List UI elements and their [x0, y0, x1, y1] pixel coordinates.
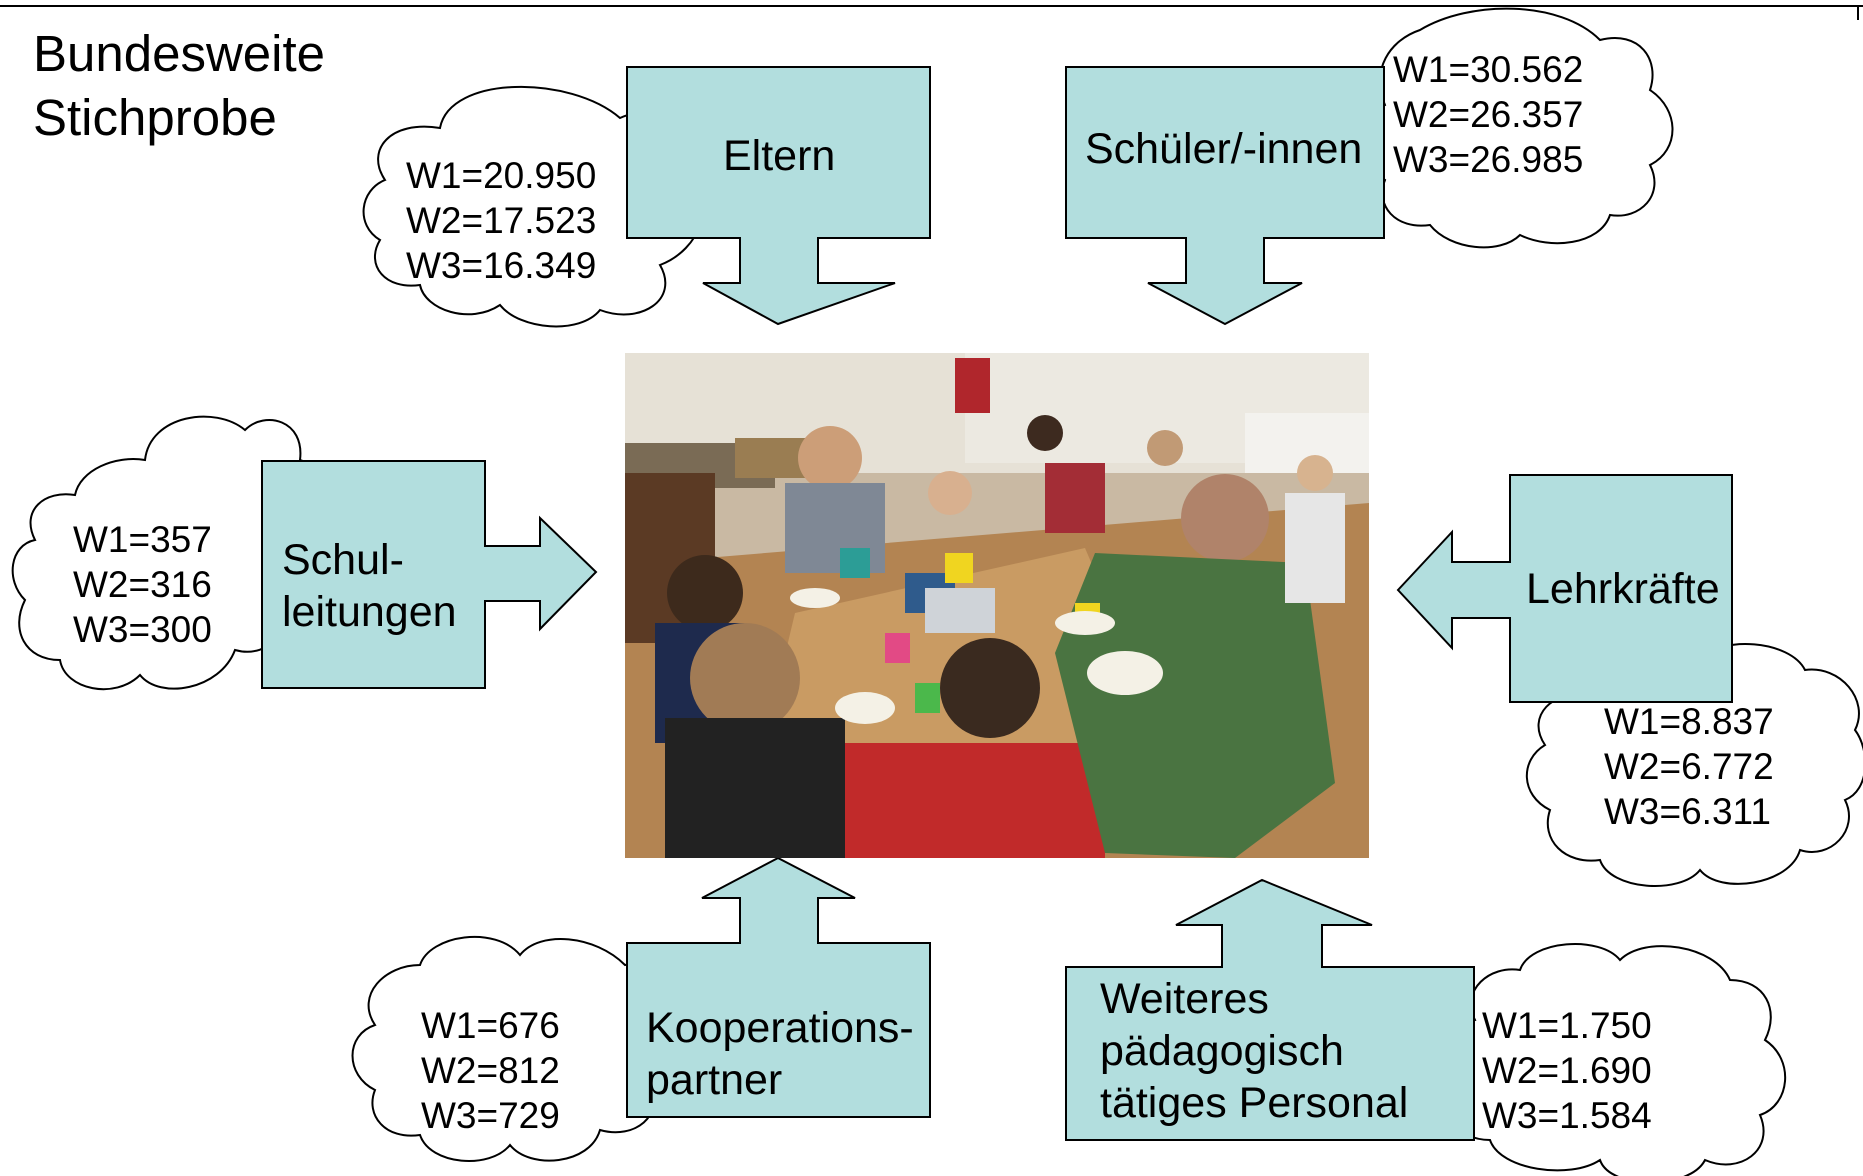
counts-personal: W1=1.750 W2=1.690 W3=1.584 — [1482, 1005, 1652, 1136]
cloud-kooperationspartner — [351, 935, 677, 1162]
label-schueler: Schüler/-innen — [1085, 125, 1363, 173]
counts-schueler: W1=30.562 W2=26.357 W3=26.985 — [1393, 49, 1584, 180]
page-title: Bundesweite Stichprobe — [33, 25, 326, 146]
schulleitungen-box-arrow — [261, 460, 598, 689]
label-eltern: Eltern — [723, 132, 836, 180]
personal-box-arrow — [1065, 878, 1475, 1141]
counts-eltern: W1=20.950 W2=17.523 W3=16.349 — [406, 155, 597, 286]
counts-schulleitungen: W1=357 W2=316 W3=300 — [73, 519, 212, 650]
photo-illustration — [625, 353, 1369, 858]
eltern-box-arrow — [626, 66, 931, 326]
label-kooperationspartner: Kooperations- partner — [646, 1004, 914, 1104]
kooperationspartner-box-arrow — [626, 856, 931, 1118]
label-schulleitungen: Schul- leitungen — [282, 536, 457, 636]
schueler-box-arrow — [1065, 66, 1385, 326]
counts-lehrkraefte: W1=8.837 W2=6.772 W3=6.311 — [1604, 701, 1774, 832]
cloud-schulleitungen — [11, 415, 322, 691]
label-personal: Weiteres pädagogisch tätiges Personal — [1100, 975, 1409, 1127]
lehrkraefte-box-arrow — [1396, 474, 1733, 703]
counts-kooperationspartner: W1=676 W2=812 W3=729 — [421, 1005, 560, 1136]
label-lehrkraefte: Lehrkräfte — [1526, 565, 1720, 613]
school-cafeteria-photo — [625, 353, 1369, 858]
